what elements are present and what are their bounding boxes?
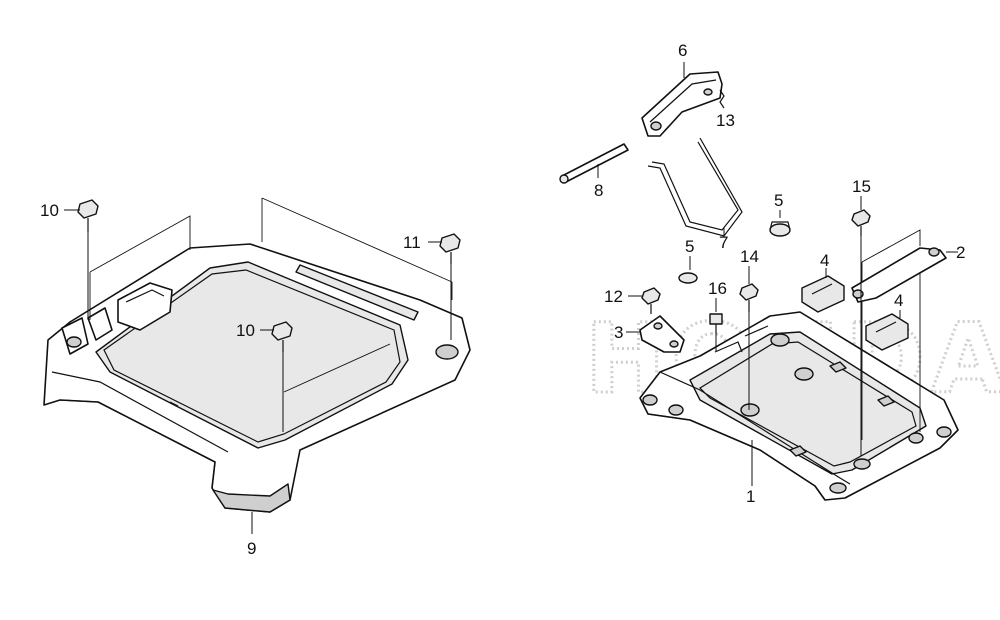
part-13-spring (719, 89, 725, 109)
callout-7: 7 (719, 233, 728, 252)
callout-16: 16 (708, 279, 727, 298)
bolt-15 (851, 209, 871, 236)
callout-5: 5 (685, 237, 694, 256)
callout-4: 4 (820, 251, 829, 270)
callout-11: 11 (403, 233, 421, 252)
part-5-cap-lower (678, 272, 698, 284)
part-8-pin (559, 143, 629, 184)
callout-6: 6 (678, 41, 687, 60)
bolt-14 (739, 283, 759, 312)
callout-4: 4 (894, 291, 903, 310)
callout-15: 15 (852, 177, 871, 196)
part-6-latch (641, 71, 723, 137)
part-4-mount-upper (801, 275, 845, 313)
part-7-wire-spring (647, 137, 743, 237)
part-5-cap-upper (769, 221, 791, 237)
bolt-10-left-top (77, 199, 99, 232)
part-3-bracket (639, 315, 685, 353)
callout-10: 10 (40, 201, 59, 220)
part-9-cover-frame (43, 243, 471, 513)
callout-2: 2 (956, 243, 965, 262)
callout-5: 5 (774, 191, 783, 210)
callout-13: 13 (716, 111, 735, 130)
bolt-11 (439, 233, 461, 264)
callout-8: 8 (594, 181, 603, 200)
part-4-mount-lower (865, 313, 909, 351)
callout-14: 14 (740, 247, 759, 266)
callout-10: 10 (236, 321, 255, 340)
callout-1: 1 (746, 487, 755, 506)
callout-12: 12 (604, 287, 623, 306)
bolt-16 (709, 313, 723, 334)
callout-9: 9 (247, 539, 256, 558)
bolt-12 (641, 287, 661, 314)
callout-3: 3 (614, 323, 623, 342)
bolt-10-center (271, 321, 293, 352)
